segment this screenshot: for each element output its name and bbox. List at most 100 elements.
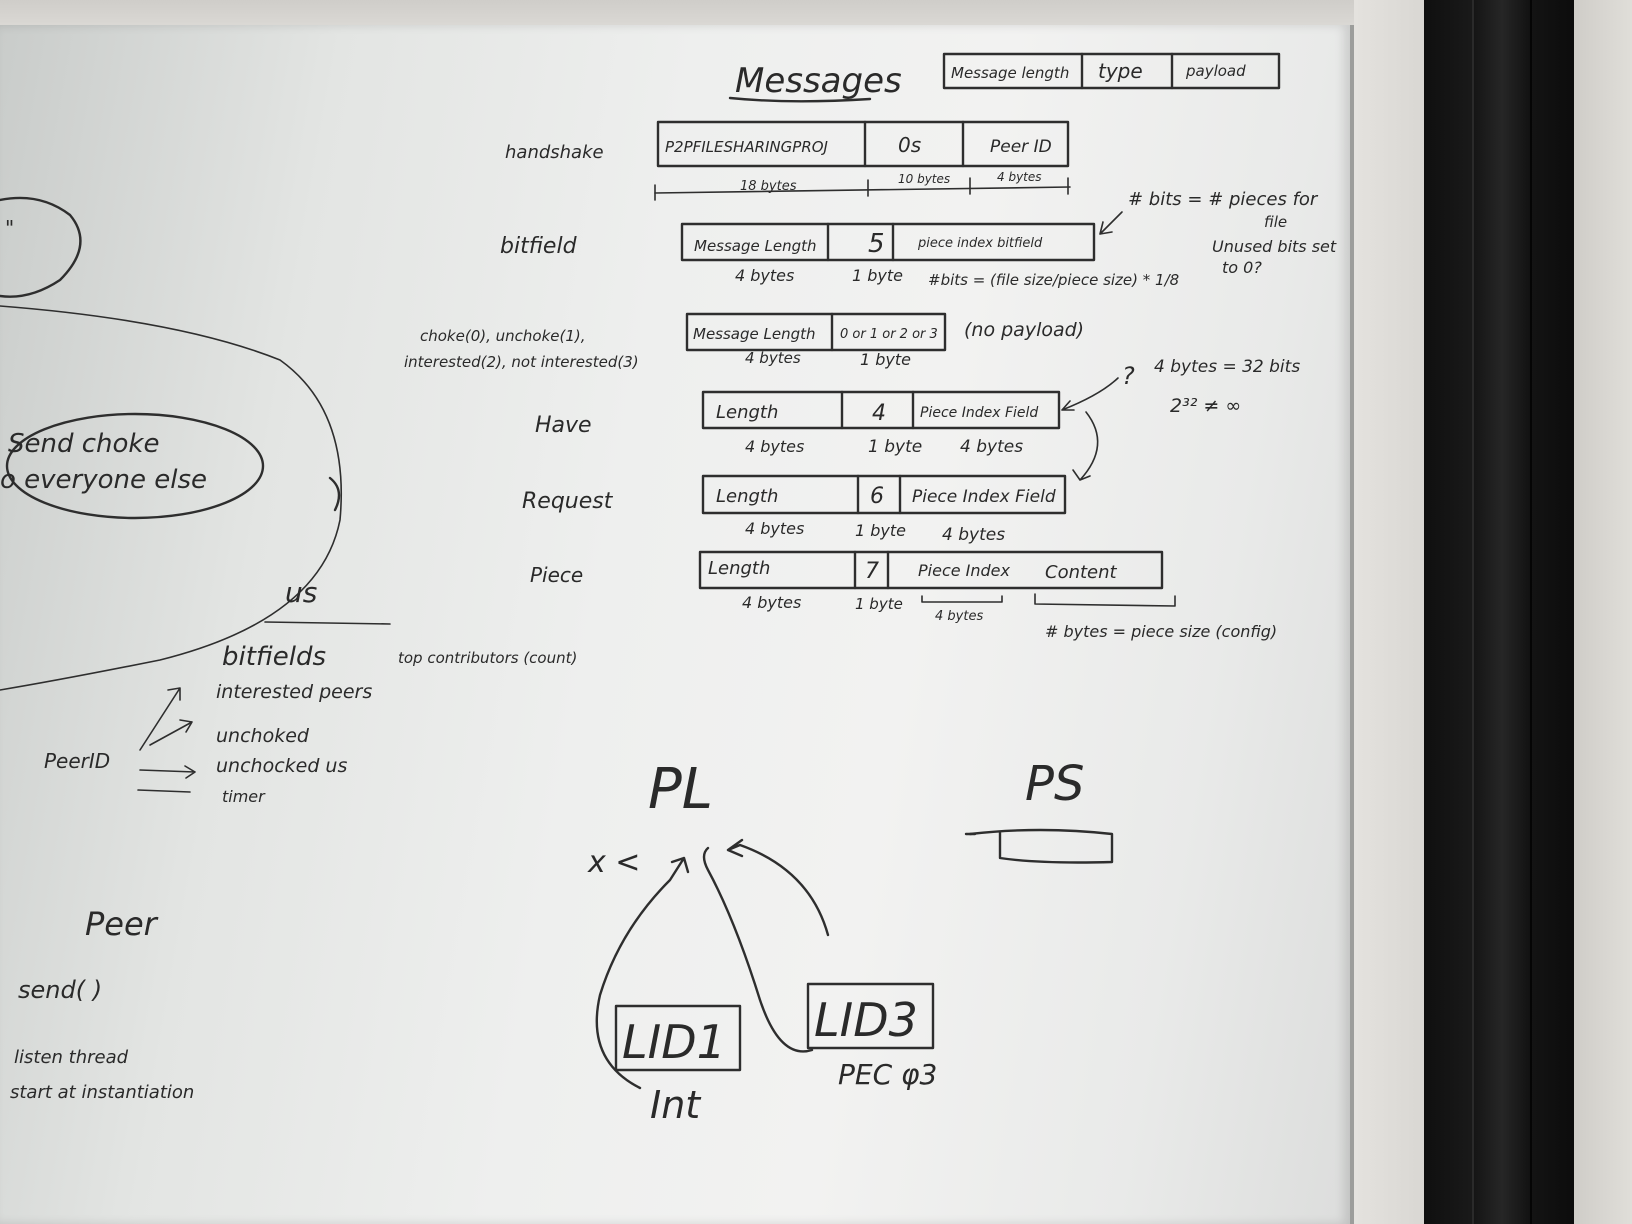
bitfield-size-2: 1 byte [852, 266, 903, 285]
handshake-zeros: 0s [898, 133, 921, 157]
bitfield-payload: piece index bitfield [917, 236, 1043, 251]
bitfield-formula: #bits = (file size/piece size) * 1/8 [928, 271, 1179, 289]
top-contributors: top contributors (count) [398, 649, 577, 667]
have-type: 4 [872, 401, 886, 426]
title: Messages [735, 61, 902, 101]
us-label: us [285, 576, 317, 609]
lid1-box [614, 1004, 742, 1072]
piece-content: Content [1045, 562, 1118, 583]
title-underline [728, 96, 872, 103]
bitfield-type: 5 [868, 229, 885, 259]
handshake-size-2: 10 bytes [898, 172, 950, 186]
bitfields-label: bitfields [222, 642, 326, 672]
bitfield-note-arrow [1099, 211, 1123, 235]
piece-note: # bytes = piece size (config) [1045, 622, 1277, 641]
piece-size-3: 4 bytes [935, 609, 983, 624]
request-size-2: 1 byte [855, 521, 906, 540]
have-question: ? [1122, 362, 1135, 390]
choke-label-1: choke(0), unchoke(1), [420, 327, 586, 345]
header-payload: payload [1185, 62, 1246, 80]
lid1-arrow [595, 856, 690, 1090]
handshake-peer-id: Peer ID [990, 137, 1052, 157]
choke-label-2: interested(2), not interested(3) [404, 353, 639, 371]
piece-length: Length [708, 558, 770, 579]
whiteboard-drawing: Messages Message length type payload han… [0, 52, 1337, 1127]
map-item-4: timer [222, 787, 266, 806]
map-item-3: unchocked us [216, 755, 347, 777]
send-label: send( ) [18, 976, 102, 1004]
map-arrow-3 [139, 765, 196, 779]
ps-label: PS [1025, 756, 1084, 812]
piece-index-bracket [921, 595, 1003, 603]
row-request: Request Length 6 Piece Index Field 4 byt… [522, 474, 1067, 545]
left-big-curve [0, 305, 343, 691]
pl-label: PL [648, 757, 713, 822]
peer-label: Peer [85, 905, 159, 943]
door-frame [1424, 0, 1574, 1224]
map-arrow-2 [149, 719, 193, 746]
map-arrow-4 [137, 789, 191, 793]
wall-right [1574, 0, 1632, 1224]
bitfield-size-1: 4 bytes [735, 266, 794, 285]
expr-label: x < [587, 845, 640, 880]
us-divider [264, 621, 391, 625]
handshake-size-3: 4 bytes [997, 170, 1042, 184]
left-hook [328, 476, 341, 512]
have-size-2: 1 byte [868, 437, 922, 457]
map-item-2: unchoked [216, 725, 310, 747]
bitfield-label: bitfield [500, 234, 578, 259]
map-arrow-1 [139, 687, 181, 751]
have-note-2: 2³² ≠ ∞ [1170, 395, 1241, 417]
format-header: Message length type payload [942, 52, 1281, 90]
have-request-link [1072, 411, 1099, 481]
have-label: Have [535, 413, 592, 438]
lid3-arrow [726, 838, 830, 937]
choke-size-2: 1 byte [860, 350, 911, 369]
row-bitfield: bitfield Message Length 5 piece index bi… [500, 189, 1337, 289]
choke-type: 0 or 1 or 2 or 3 [840, 327, 938, 342]
request-type: 6 [870, 484, 884, 509]
row-handshake: handshake P2PFILESHARINGPROJ 0s Peer ID … [505, 120, 1071, 201]
handshake-size-1: 18 bytes [740, 179, 797, 194]
send-choke-bubble [5, 412, 265, 520]
have-length: Length [716, 402, 778, 423]
lid1-sub: Int [650, 1083, 702, 1127]
choke-size-1: 4 bytes [745, 349, 801, 367]
lid3-label: LID3 [814, 993, 918, 1047]
row-have: Have Length 4 Piece Index Field 4 bytes … [535, 357, 1300, 481]
whiteboard [0, 25, 1354, 1224]
have-note-1: 4 bytes = 32 bits [1154, 357, 1300, 377]
listen-thread: listen thread [14, 1047, 129, 1068]
bitfield-note-4: to 0? [1222, 258, 1262, 277]
request-length: Length [716, 486, 778, 507]
ps-box [968, 828, 1114, 864]
bottom-diagram: PL PS x < LID1 Int LID3 PEC φ3 [587, 756, 1114, 1127]
bitfield-note-2: file [1264, 213, 1287, 231]
wall-top [0, 0, 1354, 25]
lid3-line [702, 846, 814, 1053]
piece-label: Piece [530, 563, 583, 587]
have-payload: Piece Index Field [920, 405, 1038, 421]
piece-index: Piece Index [918, 561, 1011, 580]
bubble-line-1: Send choke [8, 429, 159, 459]
peer-id-label: PeerID [44, 749, 110, 773]
piece-type: 7 [865, 559, 879, 584]
header-length: Message length [951, 64, 1069, 82]
wall-strip [1354, 0, 1424, 1224]
handshake-label: handshake [505, 142, 604, 163]
have-size-1: 4 bytes [745, 437, 804, 456]
choke-note: (no payload) [964, 319, 1084, 341]
choke-length: Message Length [693, 325, 816, 343]
bitfield-length: Message Length [694, 237, 817, 255]
bitfield-note-3: Unused bits set [1212, 237, 1337, 256]
header-type: type [1098, 59, 1143, 83]
start-instantiation: start at instantiation [10, 1082, 194, 1103]
request-size-1: 4 bytes [745, 519, 804, 538]
row-choke: choke(0), unchoke(1), interested(2), not… [404, 312, 1084, 371]
piece-content-bracket [1034, 593, 1176, 607]
left-bubble-top [0, 196, 82, 298]
handshake-header: P2PFILESHARINGPROJ [665, 138, 828, 156]
request-label: Request [522, 489, 614, 514]
row-piece: Piece Length 7 Piece Index Content 4 byt… [530, 550, 1277, 641]
lid1-label: LID1 [622, 1015, 726, 1069]
